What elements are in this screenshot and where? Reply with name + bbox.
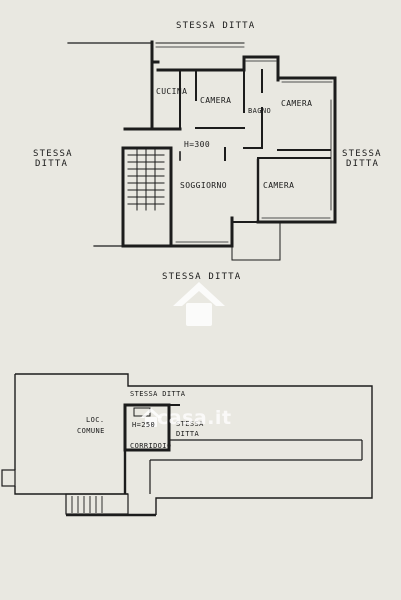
room-label-camera-2: CAMERA — [281, 99, 313, 108]
room-label-cucina: CUCINA — [156, 87, 188, 96]
label-stessa-ditta-right-line2: DITTA — [346, 159, 380, 169]
ceiling-height-upper: H=300 — [184, 140, 211, 149]
lower-floor-plan — [1, 373, 373, 517]
room-label-camera-1: CAMERA — [200, 96, 232, 105]
watermark-small-house-icon — [140, 408, 162, 427]
room-label-soggiorno: SOGGIORNO — [180, 181, 227, 190]
label-stessa-ditta-inner-line2: DITTA — [176, 430, 200, 438]
label-loc-comune-line1: LOC. — [86, 416, 105, 424]
upper-floor-plan — [67, 40, 337, 261]
room-label-camera-3: CAMERA — [263, 181, 295, 190]
label-stessa-ditta-right-line1: STESSA — [342, 149, 382, 159]
label-loc-comune-line2: COMUNE — [77, 427, 105, 435]
label-stessa-ditta-inner-line1: STESSA — [176, 420, 204, 428]
label-stessa-ditta-left-line2: DITTA — [35, 159, 69, 169]
watermark-house-icon — [173, 282, 225, 326]
label-stessa-ditta-lower-top: STESSA DITTA — [130, 390, 186, 398]
label-corridoio: CORRIDOIO — [130, 442, 172, 450]
label-stessa-ditta-top: STESSA DITTA — [176, 21, 256, 31]
room-label-bagno: BAGNO — [248, 107, 272, 115]
ceiling-height-lower: H=250 — [132, 421, 156, 429]
watermark-text: casa.it — [157, 407, 232, 429]
label-stessa-ditta-bottom: STESSA DITTA — [162, 272, 242, 282]
label-stessa-ditta-left-line1: STESSA — [33, 149, 73, 159]
